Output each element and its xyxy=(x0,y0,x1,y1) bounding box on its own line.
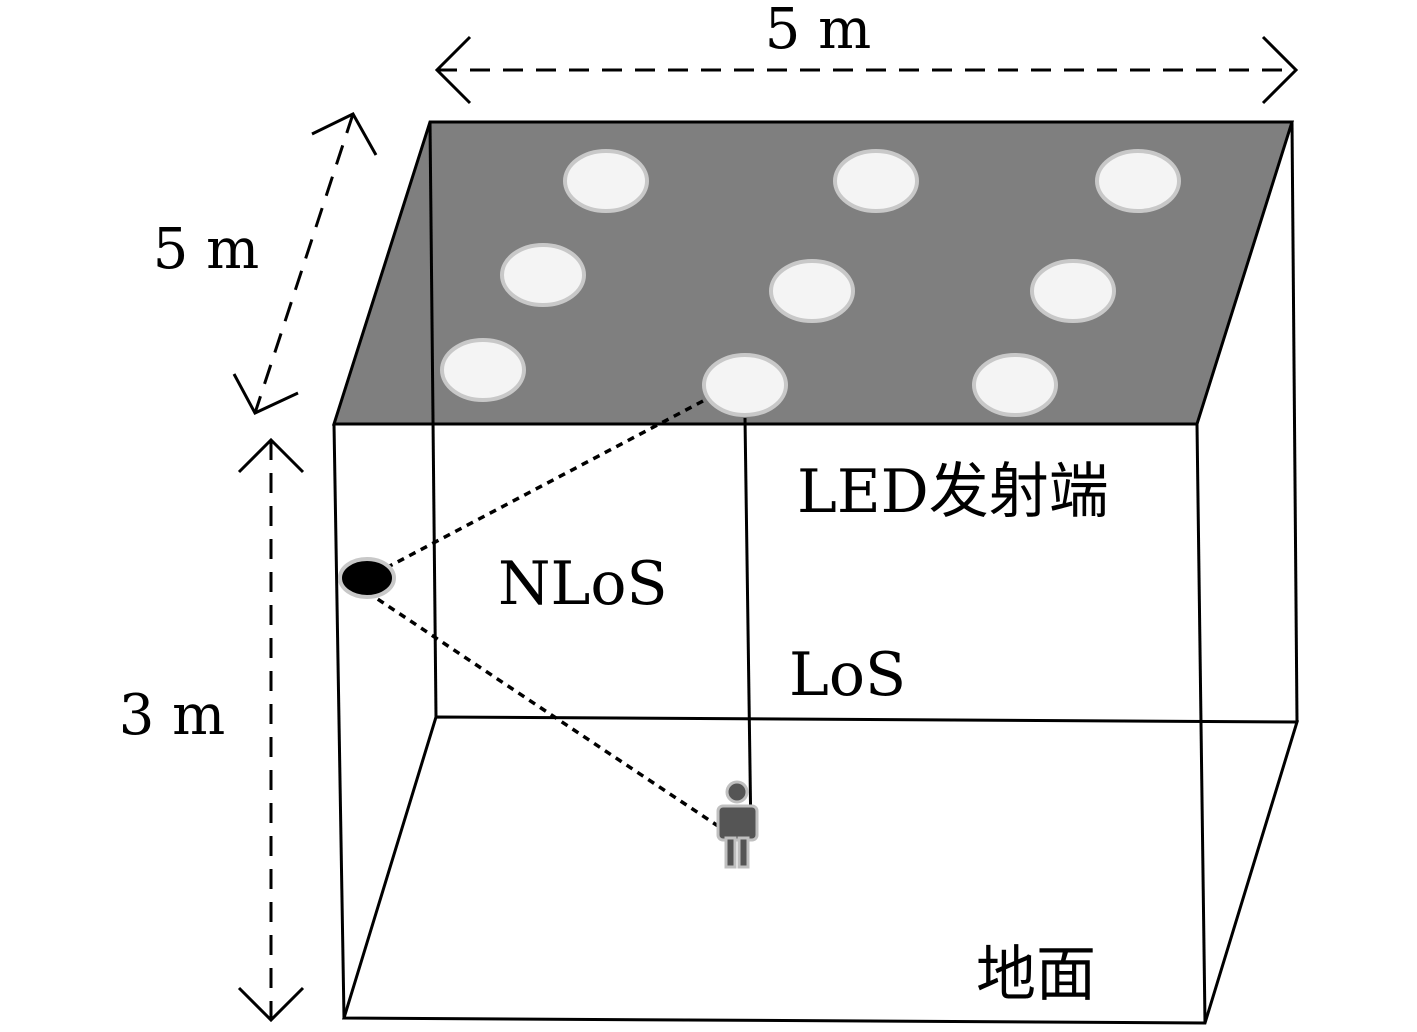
width-arrowhead-left xyxy=(434,35,472,105)
front-left-vertical-edge xyxy=(332,423,346,1019)
led-lamp xyxy=(833,149,919,213)
signal-paths xyxy=(366,399,753,840)
depth-arrowhead-bottom xyxy=(232,373,299,415)
led-lamp xyxy=(1095,149,1181,213)
depth-label: 5 m xyxy=(153,217,260,282)
width-label: 5 m xyxy=(765,0,872,62)
nlos-label: NLoS xyxy=(498,549,668,619)
los-label: LoS xyxy=(789,640,906,710)
room-edges xyxy=(332,121,1300,1025)
depth-arrowhead-top xyxy=(311,112,378,156)
led-transmitter-label: LED发射端 xyxy=(797,457,1109,527)
reflection-point-icon xyxy=(338,557,396,599)
front-right-vertical-edge xyxy=(1195,423,1207,1024)
led-lamp xyxy=(702,353,788,417)
depth-dimension-line xyxy=(253,113,355,414)
led-lamp xyxy=(769,259,855,323)
floor-outline xyxy=(341,715,1300,1025)
height-arrowhead-bottom xyxy=(237,986,305,1023)
led-lamp xyxy=(972,353,1058,417)
dimension-arrows xyxy=(232,35,1299,1023)
led-array xyxy=(440,149,1181,417)
width-arrowhead-right xyxy=(1261,35,1299,105)
person-icon xyxy=(716,780,759,869)
led-lamp xyxy=(500,243,586,307)
floor-label: 地面 xyxy=(976,940,1096,1010)
height-arrowhead-top xyxy=(237,437,305,474)
nlos-path-incident xyxy=(366,399,704,580)
led-lamp xyxy=(1030,259,1116,323)
led-lamp xyxy=(563,149,649,213)
los-path xyxy=(743,417,753,839)
height-label: 3 m xyxy=(119,683,226,748)
nlos-path-reflected xyxy=(366,590,737,840)
back-left-vertical-edge xyxy=(428,121,438,718)
back-right-vertical-edge xyxy=(1290,121,1299,723)
led-lamp xyxy=(440,338,526,402)
